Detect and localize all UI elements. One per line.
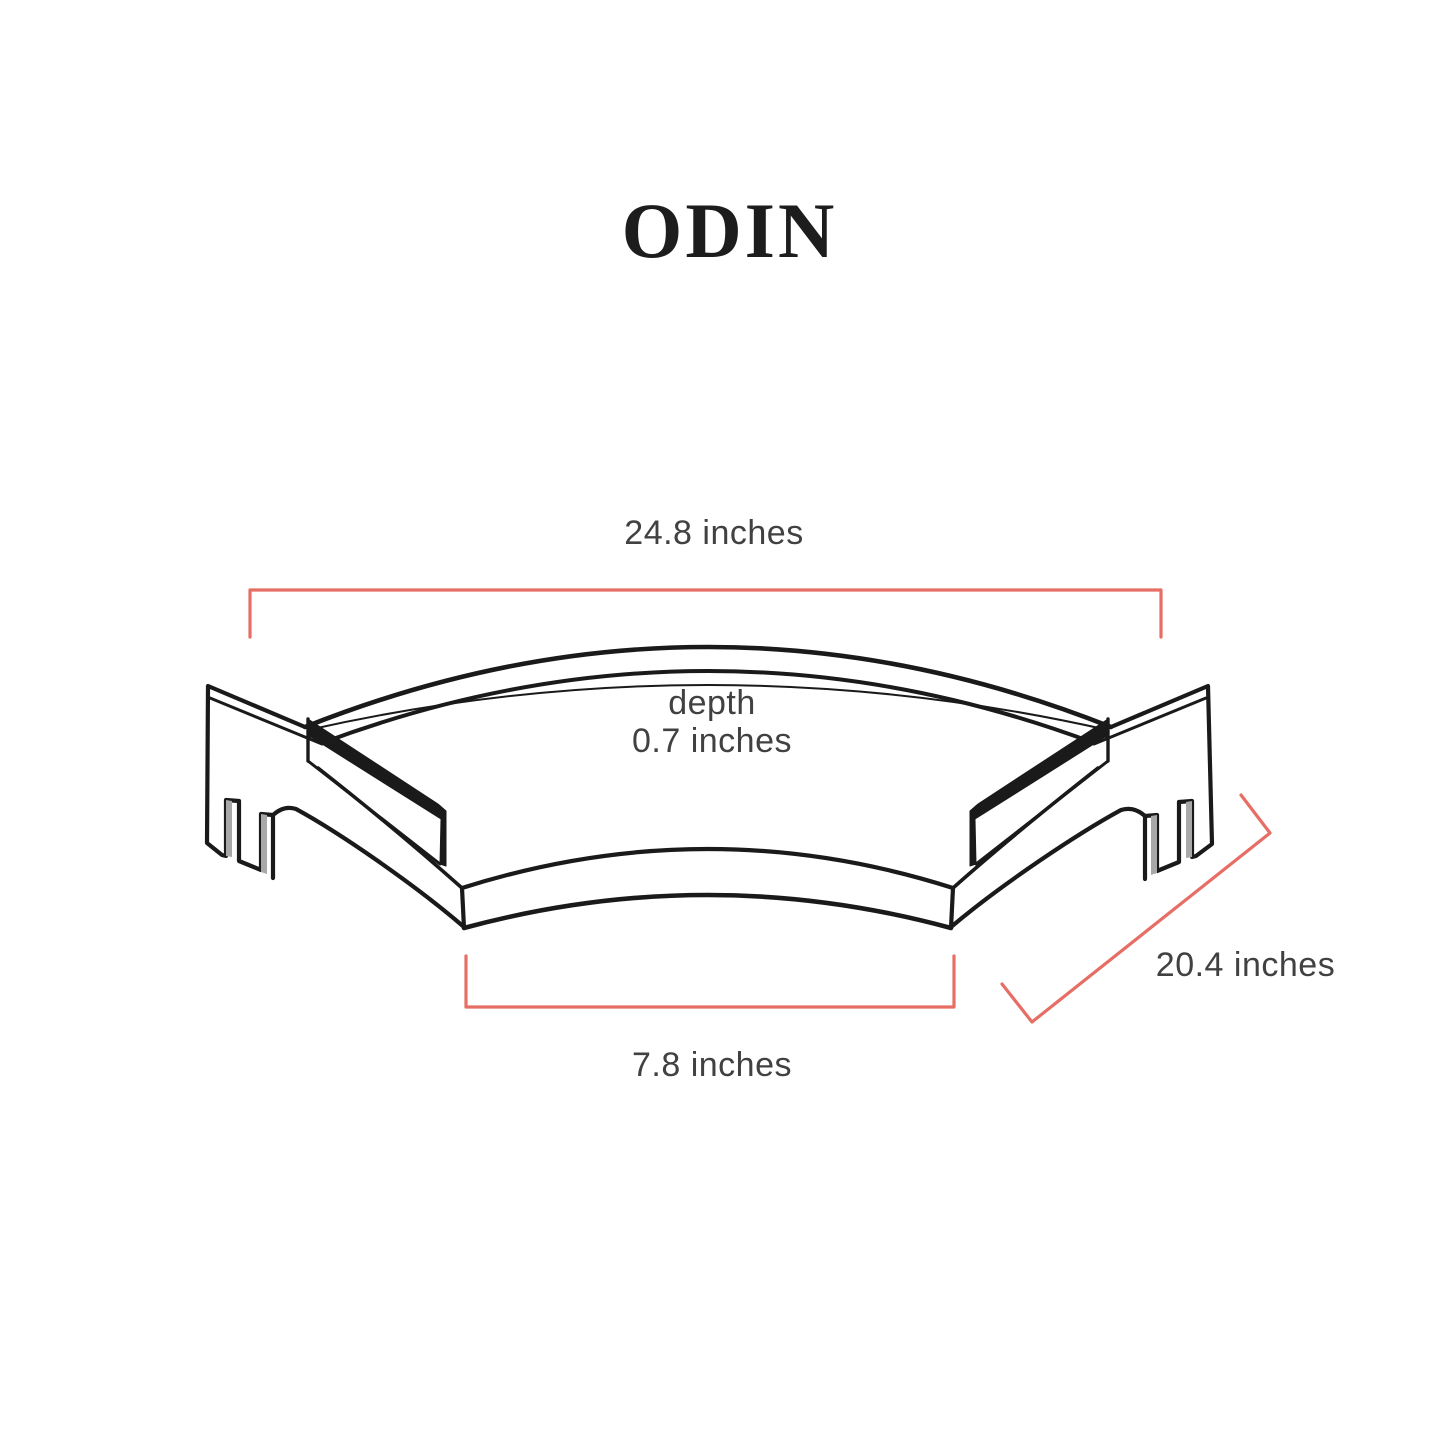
front-band-left-corner xyxy=(459,885,467,931)
left-bracket-top-face xyxy=(307,718,447,821)
side-depth-bracket xyxy=(1000,793,1272,1024)
back-rim-inner-arc xyxy=(320,669,1096,745)
left-arch-cutout xyxy=(270,805,467,930)
left-bracket-end-edge xyxy=(439,818,447,867)
dimension-label-depth: depth 0.7 inches xyxy=(0,684,1424,760)
left-plate-front-top-edge xyxy=(208,696,324,746)
depth-word: depth xyxy=(668,684,756,722)
right-bracket-end-edge xyxy=(969,818,977,867)
left-bracket-bottom-edge xyxy=(306,759,442,866)
right-arch-cutout xyxy=(948,806,1148,930)
right-bracket-bottom-edge xyxy=(974,759,1110,866)
right-slot-1-shading xyxy=(1186,801,1192,858)
page-title: ODIN xyxy=(621,187,838,274)
depth-value: 0.7 inches xyxy=(632,722,792,760)
dimension-label-top-width: 24.8 inches xyxy=(624,514,804,552)
dimension-label-side-depth: 20.4 inches xyxy=(1155,946,1336,984)
front-band-bottom-edge xyxy=(461,892,954,931)
left-slot-2-shading xyxy=(261,814,267,874)
right-slot-2-shading xyxy=(1151,815,1157,875)
dimension-label-bottom-width: 7.8 inches xyxy=(632,1046,792,1084)
front-band-right-corner xyxy=(948,885,956,931)
right-end-plate xyxy=(1108,683,1215,882)
mounting-brackets xyxy=(306,717,1110,867)
bottom-width-bracket xyxy=(464,954,956,1009)
top-width-bracket xyxy=(248,588,1163,639)
front-band-top-edge xyxy=(459,846,956,891)
back-rim-outer-arc xyxy=(302,644,1114,730)
right-bracket-top-face xyxy=(969,718,1109,821)
right-plate-front-top-edge xyxy=(1092,696,1208,746)
left-end-plate xyxy=(204,683,308,881)
left-slot-1-shading xyxy=(226,800,232,857)
shelf-surface-back-edge xyxy=(307,684,1109,731)
curved-shelf-outline xyxy=(204,644,1215,931)
dimension-brackets xyxy=(248,588,1272,1024)
